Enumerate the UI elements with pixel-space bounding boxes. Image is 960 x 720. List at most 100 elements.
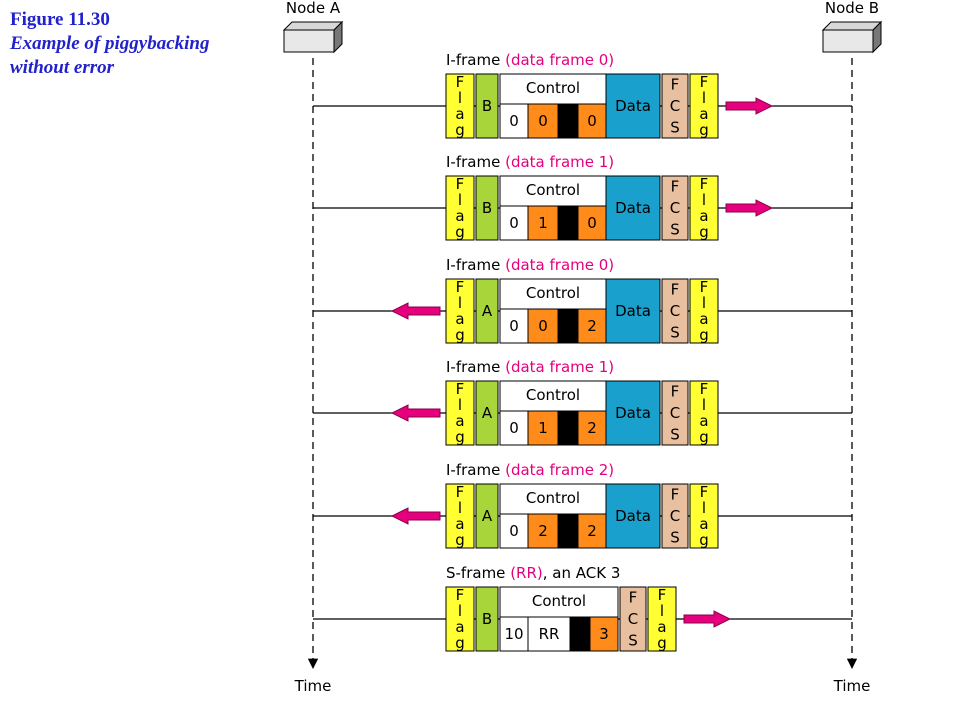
flag-field-letter: g	[455, 634, 465, 652]
flag-field-letter: F	[456, 73, 465, 91]
nr-value: 2	[587, 317, 597, 335]
end-flag-field-letter: l	[702, 499, 706, 517]
pf-bit	[557, 205, 579, 241]
fcs-field-letter: F	[671, 281, 680, 299]
end-flag-field-letter: a	[657, 618, 666, 636]
ns-value: 1	[538, 214, 548, 232]
address-field	[475, 278, 499, 344]
flag-field-letter: g	[455, 326, 465, 344]
end-flag-field-letter: F	[700, 175, 709, 193]
pf-bit	[569, 616, 591, 652]
flag-field-letter: g	[455, 223, 465, 241]
control-bit-value: 0	[509, 214, 519, 232]
end-flag-field-letter: g	[657, 634, 667, 652]
data-field	[605, 278, 661, 344]
nr-value: 0	[587, 112, 597, 130]
end-flag-field	[689, 483, 719, 549]
fcs-field-letter: C	[628, 610, 638, 628]
end-flag-field-letter: l	[702, 191, 706, 209]
end-flag-field	[689, 73, 719, 139]
end-flag-field-letter: l	[660, 602, 664, 620]
fcs-field	[661, 380, 689, 446]
address-value: B	[482, 610, 492, 628]
end-flag-field-letter: F	[700, 278, 709, 296]
address-field	[475, 380, 499, 446]
end-flag-field	[689, 380, 719, 446]
end-flag-field-letter: a	[699, 207, 708, 225]
flag-field-letter: F	[456, 586, 465, 604]
fcs-field-letter: F	[671, 486, 680, 504]
end-flag-field-letter: F	[700, 380, 709, 398]
fcs-field-letter: C	[670, 404, 680, 422]
node-a-label: Node A	[286, 0, 341, 17]
end-flag-field	[689, 278, 719, 344]
control-label: Control	[526, 386, 580, 404]
end-flag-field-letter: l	[702, 396, 706, 414]
nr-field	[577, 205, 607, 241]
pf-bit	[557, 410, 579, 446]
end-flag-field-letter: l	[702, 89, 706, 107]
time-label-left: Time	[294, 677, 332, 695]
fcs-field-letter: S	[670, 323, 680, 341]
flag-field-letter: a	[455, 105, 464, 123]
ns-value: 0	[538, 112, 548, 130]
flag-field-letter: a	[455, 515, 464, 533]
control-bit	[499, 513, 529, 549]
figure-number: Figure 11.30	[10, 9, 110, 30]
flag-field-letter: a	[455, 412, 464, 430]
control-bit-value: 0	[509, 112, 519, 130]
flag-field-letter: a	[455, 207, 464, 225]
control-label: Control	[526, 489, 580, 507]
flag-field	[445, 483, 475, 549]
frame-title: I-frame (data frame 0)	[446, 51, 614, 69]
end-flag-field-letter: F	[700, 73, 709, 91]
address-field	[475, 483, 499, 549]
ns-field	[527, 513, 559, 549]
pf-bit	[557, 103, 579, 139]
fcs-field-letter: F	[671, 76, 680, 94]
control-type-value: 10	[504, 625, 523, 643]
end-flag-field-letter: a	[699, 412, 708, 430]
fcs-field	[661, 73, 689, 139]
end-flag-field-letter: l	[702, 294, 706, 312]
direction-arrow-right	[725, 199, 774, 217]
flag-field	[445, 175, 475, 241]
data-field	[605, 380, 661, 446]
nr-value: 0	[587, 214, 597, 232]
flag-field-letter: a	[455, 618, 464, 636]
control-bit-value: 0	[509, 522, 519, 540]
end-flag-field	[647, 586, 677, 652]
end-flag-field-letter: a	[699, 105, 708, 123]
ns-value: 0	[538, 317, 548, 335]
flag-field-letter: a	[455, 310, 464, 328]
flag-field-letter: F	[456, 380, 465, 398]
end-flag-field-letter: g	[699, 326, 709, 344]
figure-caption: Figure 11.30 Example of piggybacking wit…	[10, 8, 240, 80]
direction-arrow-left	[390, 507, 441, 525]
ns-field	[527, 410, 559, 446]
data-label: Data	[615, 97, 651, 115]
nr-value: 2	[587, 522, 597, 540]
fcs-field-letter: C	[670, 97, 680, 115]
end-flag-field-letter: g	[699, 428, 709, 446]
fcs-field-letter: S	[670, 220, 680, 238]
data-field	[605, 73, 661, 139]
pf-bit	[557, 513, 579, 549]
flag-field	[445, 586, 475, 652]
nr-field	[577, 410, 607, 446]
fcs-field-letter: C	[670, 302, 680, 320]
frame-title: I-frame (data frame 0)	[446, 256, 614, 274]
address-value: A	[482, 507, 493, 525]
fcs-field-letter: C	[670, 199, 680, 217]
flag-field	[445, 278, 475, 344]
flag-field-letter: F	[456, 175, 465, 193]
direction-arrow-left	[390, 302, 441, 320]
fcs-field	[661, 483, 689, 549]
flag-field-letter: l	[458, 499, 462, 517]
flag-field-letter: F	[456, 278, 465, 296]
data-field	[605, 175, 661, 241]
end-flag-field-letter: a	[699, 515, 708, 533]
